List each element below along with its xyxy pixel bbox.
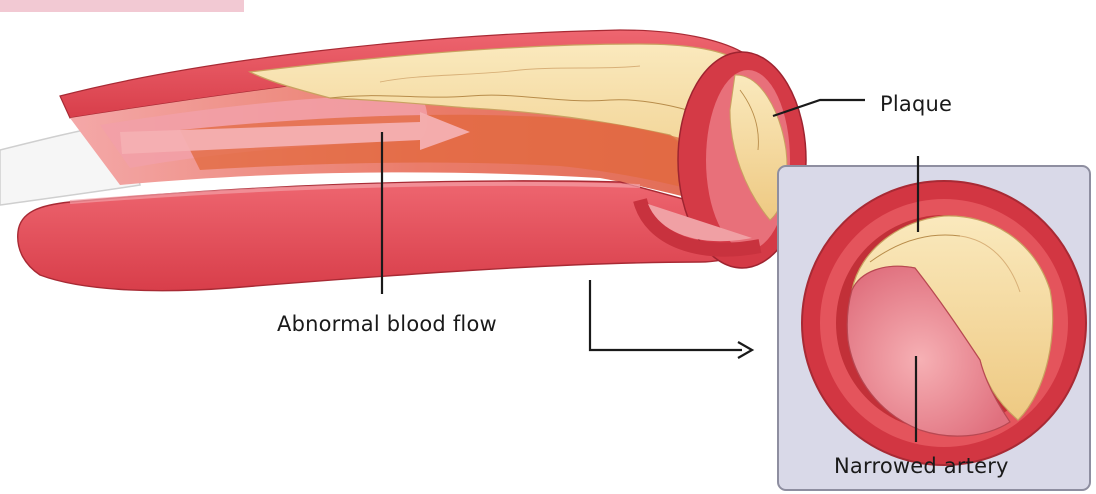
connector-line — [590, 280, 742, 350]
abnormal-flow-label: Abnormal blood flow — [277, 312, 497, 336]
plaque-label: Plaque — [880, 92, 952, 116]
narrowed-artery-label: Narrowed artery — [834, 454, 1009, 478]
cross-section-panel — [778, 166, 1090, 490]
